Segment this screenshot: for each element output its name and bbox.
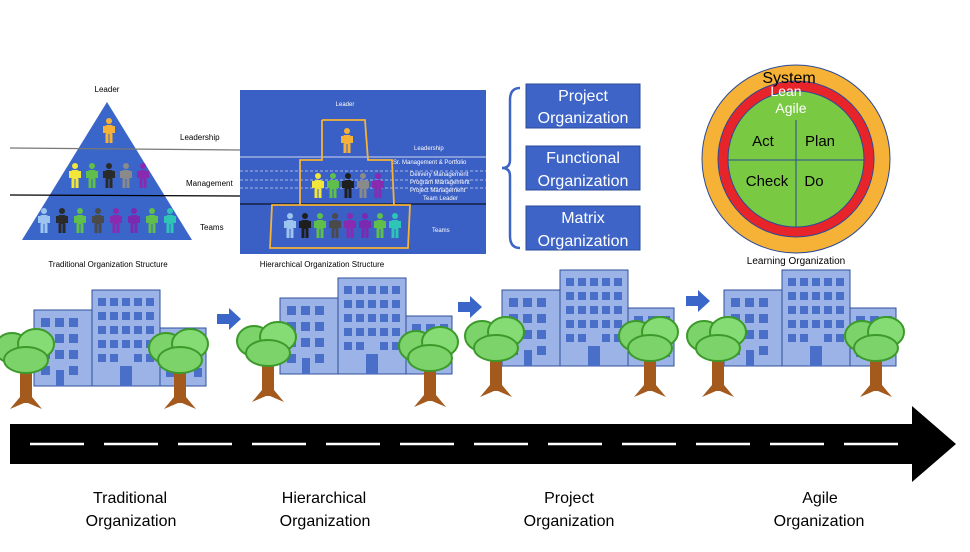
- ring-label-lean: Lean: [770, 83, 801, 99]
- org-box-functional-line2: Organization: [538, 173, 629, 190]
- stage-project-line1: Project: [544, 490, 594, 507]
- org-box-functional-line1: Functional: [546, 150, 620, 167]
- stage-traditional-line1: Traditional: [93, 490, 167, 507]
- quadrant-do: Do: [804, 173, 823, 190]
- timeline-road-arrow: [10, 406, 956, 482]
- traditional-level-management: Management: [186, 179, 233, 188]
- hierarchical-level-program: Program Management: [410, 180, 470, 186]
- progress-arrow-2: [458, 296, 482, 318]
- stage-hierarchical-line2: Organization: [280, 513, 371, 530]
- traditional-level-teams: Teams: [200, 223, 224, 232]
- hierarchical-level-teams: Teams: [432, 228, 450, 234]
- stage-traditional-line2: Organization: [86, 513, 177, 530]
- org-box-project-line1: Project: [558, 88, 608, 105]
- hierarchical-level-team-leader: Team Leader: [423, 196, 458, 202]
- city-scene-agile: [686, 269, 905, 398]
- hierarchy-outline: [269, 119, 411, 249]
- hierarchical-structure-diagram: Leader Leadership Sr. Management & Portf…: [240, 90, 486, 269]
- city-scene-traditional: [0, 289, 209, 410]
- hierarchical-level-leadership: Leadership: [414, 146, 444, 152]
- progress-arrow-1: [217, 308, 241, 330]
- org-box-matrix-line1: Matrix: [561, 210, 605, 227]
- stage-project-line2: Organization: [524, 513, 615, 530]
- traditional-level-leadership: Leadership: [180, 133, 220, 142]
- progress-arrow-3: [686, 290, 710, 312]
- org-type-box-functional: Functional Organization: [525, 145, 641, 191]
- hierarchical-level-project: Project Management: [410, 188, 466, 194]
- traditional-caption: Traditional Organization Structure: [48, 260, 168, 269]
- stage-agile-line1: Agile: [802, 490, 838, 507]
- hierarchical-level-delivery: Delivery Management: [410, 172, 469, 178]
- ring-label-system: System: [762, 70, 815, 87]
- org-box-matrix-line2: Organization: [538, 233, 629, 250]
- learning-organization-diagram: System Lean Agile Act Plan Check Do Lear…: [701, 64, 891, 267]
- org-types-bracket: [501, 86, 521, 250]
- traditional-leader-label: Leader: [95, 85, 120, 94]
- city-scene-hierarchical: [236, 277, 459, 408]
- hierarchical-leader-label: Leader: [336, 102, 355, 108]
- org-box-project-line2: Organization: [538, 110, 629, 127]
- stage-hierarchical-line1: Hierarchical: [282, 490, 366, 507]
- learning-org-caption: Learning Organization: [747, 256, 845, 267]
- ring-label-agile: Agile: [775, 100, 806, 116]
- traditional-structure-diagram: Leader Leadership Management Teams Tradi…: [9, 85, 241, 269]
- org-type-box-matrix: Matrix Organization: [525, 205, 641, 251]
- quadrant-check: Check: [746, 173, 789, 190]
- org-type-box-project: Project Organization: [525, 83, 641, 129]
- quadrant-plan: Plan: [805, 133, 835, 150]
- stage-agile-line2: Organization: [774, 513, 865, 530]
- hierarchical-caption: Hierarchical Organization Structure: [260, 260, 385, 269]
- quadrant-act: Act: [752, 133, 775, 150]
- city-scene-project: [464, 269, 679, 398]
- hierarchical-level-sr-management: Sr. Management & Portfolio: [393, 160, 467, 166]
